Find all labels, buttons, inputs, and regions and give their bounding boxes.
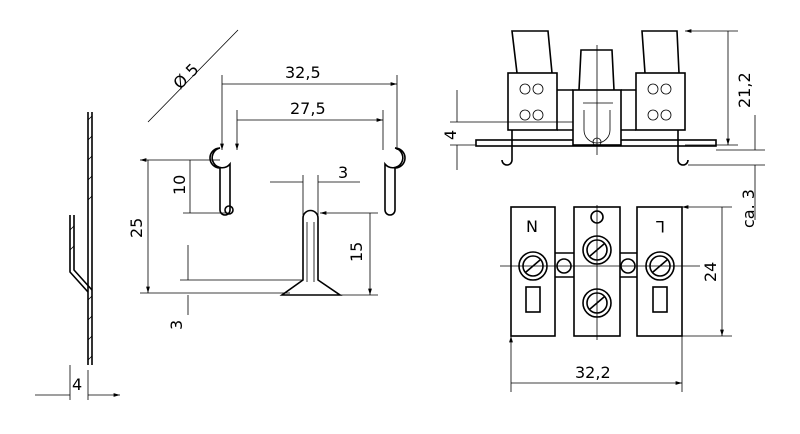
dim-clearance: ca. 3: [739, 189, 758, 228]
dim-total-height: 25: [127, 218, 146, 238]
dim-inner-width: 27,5: [290, 99, 326, 118]
terminal-top-view: N L 24 32,2: [500, 205, 732, 392]
dim-top-width: 32,2: [575, 363, 611, 382]
dim-base-height: 3: [167, 320, 186, 330]
dim-top-height: 24: [701, 262, 720, 282]
terminal-side-view: 21,2 4 ca. 3: [441, 31, 765, 228]
dim-slot-width: 3: [338, 163, 348, 182]
dim-side-height: 21,2: [735, 72, 754, 108]
dim-outer-width: 32,5: [285, 63, 321, 82]
dim-spring-thickness: 4: [72, 375, 82, 394]
dim-slot-height: 10: [170, 175, 189, 195]
dim-base-offset: 4: [441, 130, 460, 140]
dim-diameter: Ø 5: [169, 60, 202, 93]
dim-rod-height: 15: [347, 242, 366, 262]
contact-part: 32,5 27,5 Ø 5 25 10 3 15 3: [127, 29, 406, 330]
label-live: L: [656, 217, 665, 236]
spring-profile: 4: [35, 112, 120, 400]
label-neutral: N: [526, 217, 538, 236]
